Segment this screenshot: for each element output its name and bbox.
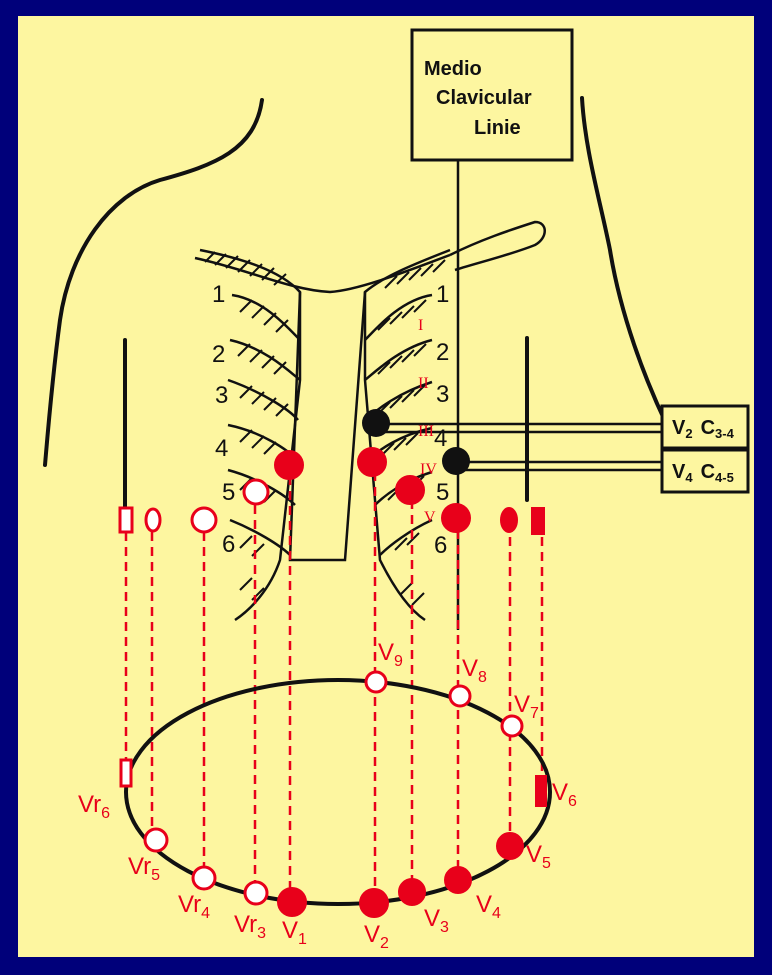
mcl-line1: Medio	[424, 58, 482, 80]
rib-number: 6	[434, 532, 447, 559]
electrode-v2-black	[362, 409, 390, 437]
rib-number: 3	[436, 381, 449, 408]
intercostal-numeral: II	[418, 375, 429, 392]
electrode-vr3-chest	[244, 480, 268, 504]
rib-number: 6	[222, 531, 235, 558]
ring-electrode-v5	[497, 833, 523, 859]
ring-electrode-v4	[445, 867, 471, 893]
intercostal-numeral: V	[424, 509, 436, 526]
ring-electrode-v6	[536, 776, 546, 806]
electrode-v2-chest	[358, 448, 386, 476]
thorax-cross-section	[126, 680, 550, 904]
rib-number: 5	[436, 479, 449, 506]
mcl-connectors	[376, 160, 662, 630]
rib-number: 1	[436, 281, 449, 308]
label-vr3: Vr3	[234, 911, 266, 942]
label-vr6: Vr6	[78, 791, 110, 822]
electrode-vr6-chest	[120, 508, 132, 532]
ring-electrode-v2	[360, 889, 388, 917]
label-vr4: Vr4	[178, 891, 210, 922]
mcl-line3: Linie	[474, 117, 521, 139]
rib-number: 2	[212, 341, 225, 368]
rib-number: 5	[222, 479, 235, 506]
ring-electrode-vr5	[145, 829, 167, 851]
label-v3: V3	[424, 905, 449, 936]
ring-electrode-v1	[278, 888, 306, 916]
ring-electrode-v3	[399, 879, 425, 905]
rib-number: 4	[434, 425, 447, 452]
label-v4: V4	[476, 891, 501, 922]
mcl-line2: Clavicular	[436, 87, 532, 109]
electrode-v6-chest	[532, 508, 544, 534]
label-v5: V5	[526, 841, 551, 872]
intercostal-numeral: III	[418, 423, 434, 440]
ring-electrode-vr6	[121, 760, 131, 786]
label-v9: V9	[378, 639, 403, 670]
rib-number: 3	[215, 382, 228, 409]
label-v7: V7	[514, 691, 539, 722]
rib-number: 1	[212, 281, 225, 308]
label-v2: V2	[364, 921, 389, 952]
ring-electrode-vr4	[193, 867, 215, 889]
intercostal-numeral: I	[418, 317, 423, 334]
electrode-v4-black	[442, 447, 470, 475]
electrode-v1-chest	[275, 451, 303, 479]
intercostal-numeral: IV	[420, 461, 437, 478]
rib-number: 2	[436, 339, 449, 366]
label-v6: V6	[552, 779, 577, 810]
ring-electrode-v8	[450, 686, 470, 706]
electrode-v4-chest	[442, 504, 470, 532]
label-v8: V8	[462, 655, 487, 686]
projection-lines	[126, 472, 542, 900]
ring-electrode-vr3	[245, 882, 267, 904]
label-vr5: Vr5	[128, 853, 160, 884]
electrode-vr5-chest	[146, 509, 160, 531]
ring-electrode-v7	[502, 716, 522, 736]
chest-electrodes	[120, 409, 544, 534]
rib-number: 4	[215, 435, 228, 462]
ring-electrode-v9	[366, 672, 386, 692]
electrode-v5-chest	[501, 508, 517, 532]
electrode-v3-chest	[396, 476, 424, 504]
label-v1: V1	[282, 917, 307, 948]
electrode-vr4-chest	[192, 508, 216, 532]
